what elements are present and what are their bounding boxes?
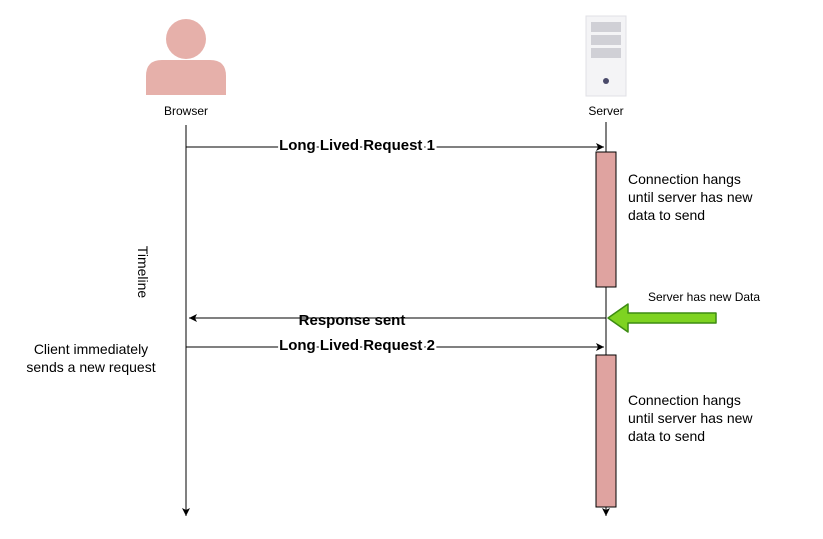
server-icon (585, 15, 627, 97)
server-led (603, 78, 609, 84)
hang-note-1-line-3: data to send (628, 207, 705, 223)
hang-note-2-line-3: data to send (628, 428, 705, 444)
person-body (146, 60, 226, 95)
server-slot (591, 22, 621, 32)
activation-bar-2 (595, 354, 617, 508)
server-event-label: Server has new Data (648, 290, 760, 304)
response-label: Response sent (299, 312, 406, 329)
hang-note-2-line-2: until server has new (628, 410, 753, 426)
hang-note-1-line-2: until server has new (628, 189, 753, 205)
person-icon (146, 19, 226, 95)
server-event-arrow-icon (607, 303, 717, 333)
server-slot (591, 48, 621, 58)
timeline-label: Timeline (135, 246, 151, 299)
server-label: Server (588, 104, 623, 118)
server-slot (591, 35, 621, 45)
request-1-label: Long Lived Request 1 (279, 137, 435, 154)
browser-label: Browser (164, 104, 208, 118)
client-note-line-1: Client immediately (34, 341, 148, 357)
person-head (166, 19, 206, 59)
client-note-line-2: sends a new request (26, 359, 155, 375)
hang-note-1-line-1: Connection hangs (628, 171, 741, 187)
activation-bar-1 (595, 151, 617, 288)
request-2-label: Long Lived Request 2 (279, 337, 435, 354)
hang-note-2-line-1: Connection hangs (628, 392, 741, 408)
